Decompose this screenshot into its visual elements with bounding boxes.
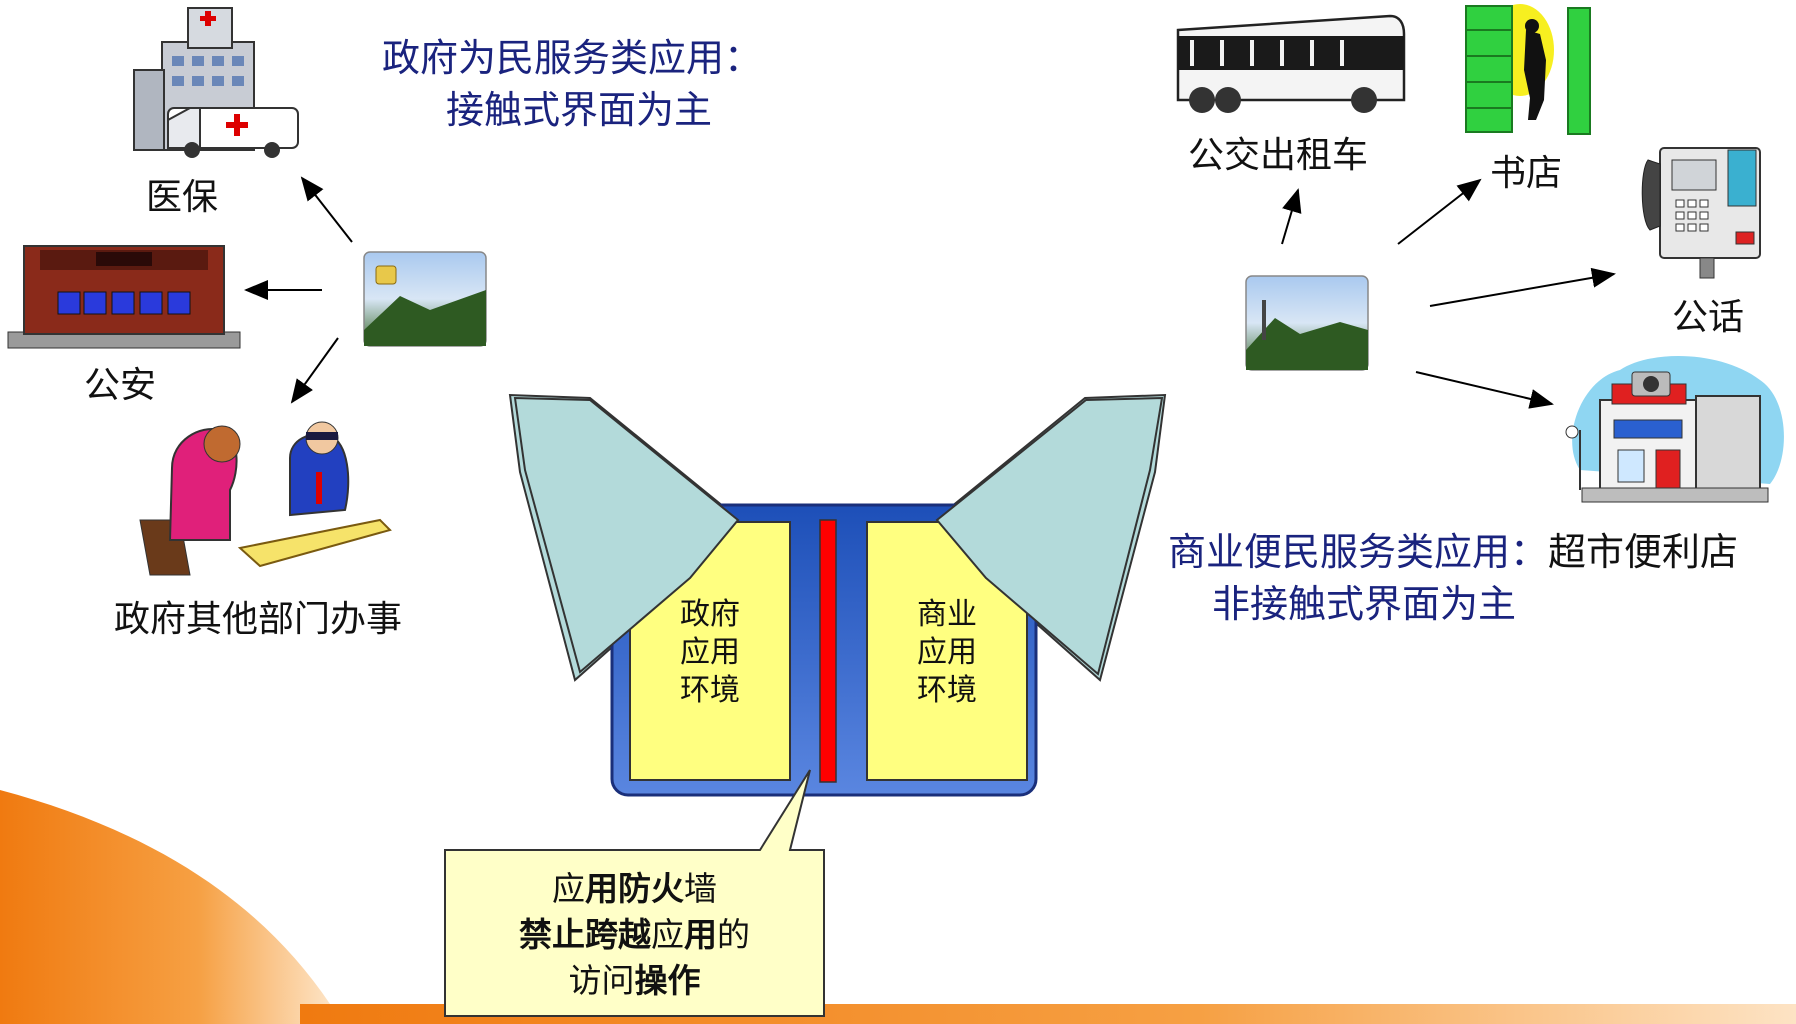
biz-heading: 商业便民服务类应用：超市便利店 非接触式界面为主 (1168, 526, 1738, 630)
bus-icon (1176, 14, 1406, 113)
biz-heading-line1: 商业便民服务类应用： (1168, 530, 1549, 574)
callout-l1-s1: 用防火 (585, 869, 684, 908)
biz-env-line3: 环境 (917, 673, 977, 708)
police-station-icon (7, 245, 241, 349)
arrow-to-other-depts (290, 337, 339, 404)
gov-smart-card (363, 251, 487, 347)
callout-l2-s1: 应 (651, 915, 684, 954)
label-payphone: 公话 (1672, 297, 1745, 338)
arrow-to-bookstore (1397, 178, 1482, 245)
gov-env-line1: 政府 (680, 597, 740, 632)
biz-env-line1: 商业 (917, 597, 977, 632)
biz-smart-card (1245, 275, 1369, 371)
arrow-to-supermarket (1415, 371, 1554, 409)
ambulance-icon (167, 107, 299, 158)
gov-heading-line1: 政府为民服务类应用： (382, 36, 763, 80)
biz-heading-line1-wrap: 商业便民服务类应用：超市便利店 (1168, 526, 1738, 578)
biz-heading-line2: 非接触式界面为主 (1212, 582, 1517, 626)
firewall-callout-shape (444, 769, 825, 1017)
payphone-icon (1641, 147, 1761, 279)
callout-line3: 访问操作 (445, 958, 824, 1004)
gov-env-line2: 应用 (680, 635, 740, 670)
label-police: 公安 (84, 365, 157, 406)
label-other-departments: 政府其他部门办事 (114, 599, 403, 640)
callout-l2-s2: 用 (684, 915, 717, 954)
callout-l3-s0: 访问 (568, 961, 635, 1000)
convenience-store-icon (1565, 356, 1784, 503)
callout-l1-s2: 墙 (684, 869, 717, 908)
label-bookstore: 书店 (1490, 153, 1563, 194)
callout-l2-s3: 的 (717, 915, 750, 954)
gov-arrow-overlap (513, 396, 740, 674)
orange-swoosh-decoration (0, 790, 1796, 1024)
gov-app-env: 政府 应用 环境 (630, 596, 790, 710)
callout-l1-s0: 应 (552, 869, 585, 908)
arrow-to-bus (1281, 188, 1302, 245)
arrow-to-medical (300, 176, 353, 243)
gov-heading-line2: 接触式界面为主 (446, 88, 713, 132)
firewall-callout: 应用防火墙 禁止跨越应用的 访问操作 (445, 866, 824, 1004)
label-bus-taxi: 公交出租车 (1188, 135, 1369, 176)
biz-env-line2: 应用 (917, 635, 977, 670)
callout-l3-s1: 操作 (634, 961, 701, 1000)
callout-line2: 禁止跨越应用的 (445, 912, 824, 958)
biz-heading-suffix: 超市便利店 (1548, 530, 1739, 574)
bookstore-icon (1465, 4, 1591, 135)
label-medical: 医保 (146, 177, 219, 218)
office-meeting-icon (139, 421, 392, 576)
arrow-to-payphone (1429, 267, 1616, 307)
callout-line1: 应用防火墙 (445, 866, 824, 912)
gov-env-line3: 环境 (680, 673, 740, 708)
callout-l2-s0: 禁止跨越 (519, 915, 651, 954)
biz-arrow-overlap (935, 396, 1164, 676)
biz-app-env: 商业 应用 环境 (867, 596, 1027, 710)
gov-heading: 政府为民服务类应用： 接触式界面为主 (382, 32, 762, 136)
